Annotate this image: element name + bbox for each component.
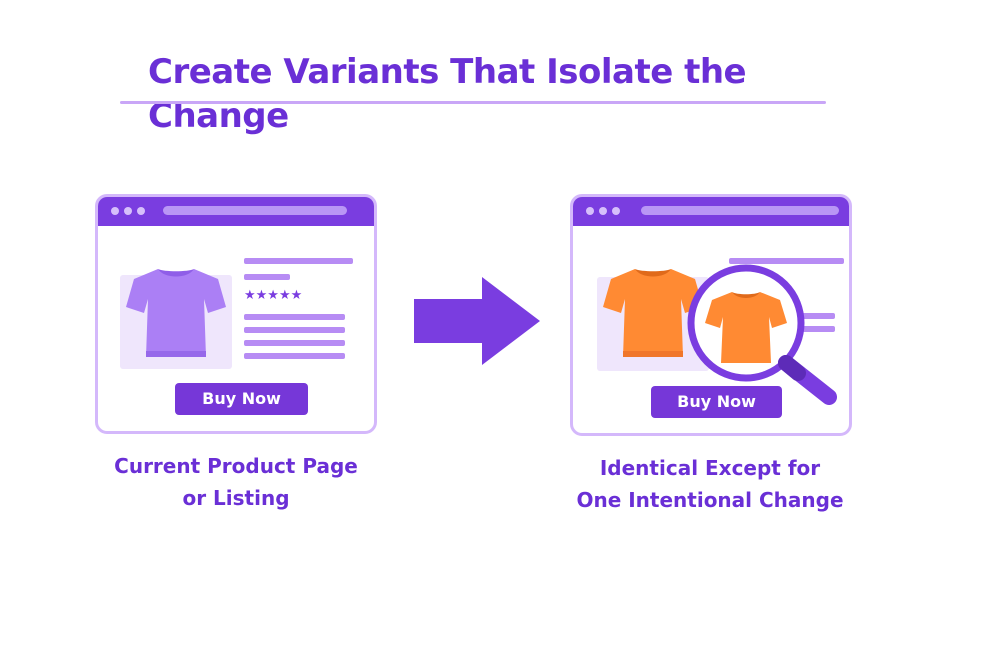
description-line-placeholder [244,314,345,320]
window-dot-icon [612,207,620,215]
window-dot-icon [137,207,145,215]
window-dot-icon [586,207,594,215]
address-bar [163,206,347,215]
title-underline [120,101,826,104]
window-dot-icon [111,207,119,215]
t-shirt-icon [603,269,703,357]
buy-now-button[interactable]: Buy Now [651,386,782,418]
browser-titlebar [98,197,374,226]
current-product-window: ★★★★★ Buy Now [95,194,377,434]
magnifier-icon [687,264,837,405]
caption-line: One Intentional Change [576,488,844,512]
description-line-placeholder [244,340,345,346]
right-arrow-icon [414,277,540,365]
page-title: Create Variants That Isolate the Change [148,52,747,136]
description-line-placeholder [244,327,345,333]
caption-line: or Listing [182,486,290,510]
caption-line: Identical Except for [599,456,821,480]
window-dot-icon [599,207,607,215]
variant-page-caption: Identical Except for One Intentional Cha… [560,452,860,516]
rating-stars: ★★★★★ [244,288,303,303]
t-shirt-icon [126,269,226,357]
current-page-caption: Current Product Page or Listing [95,450,377,514]
product-title-placeholder [244,258,353,264]
product-title-placeholder [729,258,844,264]
address-bar [641,206,839,215]
window-dot-icon [124,207,132,215]
browser-titlebar [573,197,849,226]
price-placeholder [244,274,290,280]
description-line-placeholder [244,353,345,359]
buy-now-button[interactable]: Buy Now [175,383,308,415]
caption-line: Current Product Page [114,454,358,478]
